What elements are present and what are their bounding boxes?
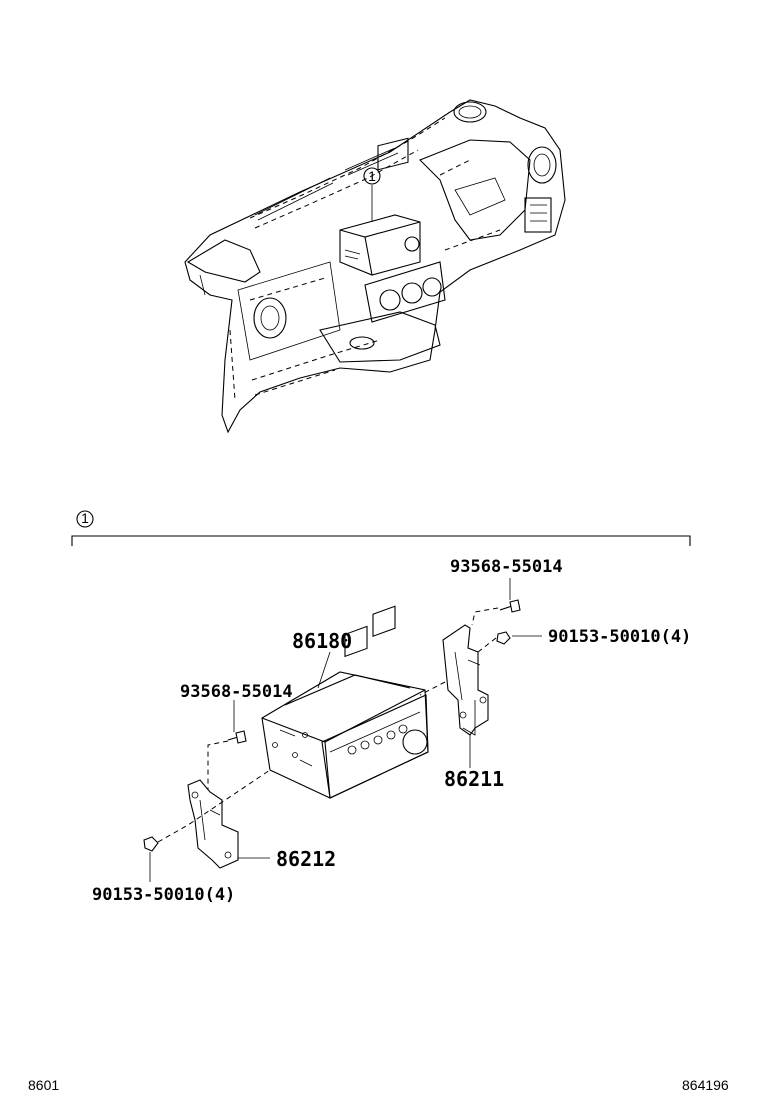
section-bracket-line [71, 535, 691, 546]
callout-number-top: 1 [368, 168, 376, 184]
dash-radio-unit [339, 137, 421, 276]
callout-number-section: 1 [81, 510, 89, 526]
label-bracket-left: 86212 [276, 847, 336, 871]
bracket-left-part [187, 779, 239, 869]
assembly-line-screw-left [207, 740, 229, 790]
screw-top-right-part [499, 599, 521, 613]
label-radio-receiver: 86180 [292, 629, 352, 653]
label-screw-left: 93568-55014 [180, 682, 293, 702]
label-bolt-right: 90153-50010(4) [548, 627, 691, 647]
assembly-line-screw-right [471, 607, 499, 626]
footer-left-code: 8601 [28, 1077, 59, 1093]
section-header: 1 [71, 510, 691, 546]
footer-right-code: 864196 [682, 1077, 729, 1093]
assembly-line-bolt-right [477, 637, 497, 653]
radio-receiver-assembly [261, 605, 429, 799]
label-bolt-left: 90153-50010(4) [92, 885, 235, 905]
bracket-right-part [442, 624, 489, 736]
label-bracket-right: 86211 [444, 767, 504, 791]
assembly-line-radio-left [157, 769, 271, 843]
assembly-line-radio-right [419, 681, 446, 696]
screw-left-part [227, 730, 247, 744]
dashboard-illustration: 1 [184, 99, 566, 434]
callout-circle-section [76, 510, 94, 528]
leader-radio [317, 651, 331, 689]
bolt-left-part [143, 836, 159, 852]
label-screw-top-right: 93568-55014 [450, 557, 563, 577]
callout-circle-top [363, 167, 381, 185]
bolt-right-part [496, 631, 511, 645]
